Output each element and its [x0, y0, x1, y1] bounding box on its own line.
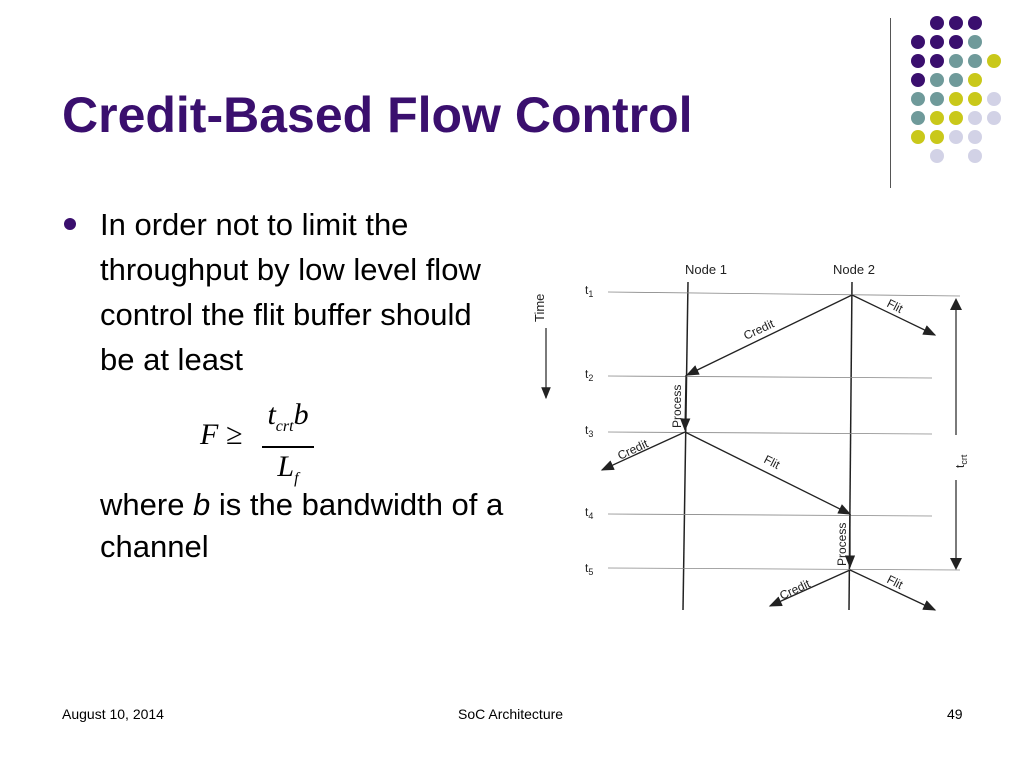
decoration-dot	[987, 111, 1001, 125]
flit-label-1: Flit	[885, 296, 906, 316]
slide-title: Credit-Based Flow Control	[62, 87, 693, 143]
flit-arrow-2	[684, 431, 852, 515]
t1-line	[607, 291, 961, 297]
decoration-dot	[949, 35, 963, 49]
formula-t: t	[267, 398, 276, 431]
decoration-dot	[930, 149, 944, 163]
formula-fraction: tcrtb Lf	[262, 400, 314, 494]
decoration-dot	[930, 130, 944, 144]
node2-label: Node 2	[833, 262, 875, 277]
decoration-dot	[911, 54, 925, 68]
decoration-dot	[949, 111, 963, 125]
decoration-dot	[911, 73, 925, 87]
flit-label-3: Flit	[885, 572, 906, 592]
formula-L: L	[277, 450, 295, 483]
t2-label: t2	[585, 367, 593, 383]
footer-center: SoC Architecture	[458, 706, 564, 722]
bullet-icon	[64, 218, 76, 230]
flit-arrow-3	[849, 569, 937, 611]
t5-label: t5	[585, 561, 593, 577]
flit-label-2: Flit	[762, 452, 783, 472]
decoration-dot	[968, 111, 982, 125]
decoration-dot	[949, 73, 963, 87]
formula-b: b	[293, 398, 309, 431]
decoration-dot	[911, 111, 925, 125]
flit-arrow-1	[851, 294, 937, 336]
where-prefix: where	[100, 487, 194, 522]
t1-label: t1	[585, 283, 593, 299]
decoration-dot	[968, 149, 982, 163]
tcrt-arrowhead-top	[950, 298, 962, 310]
formula-denominator: Lf	[262, 452, 314, 494]
decoration-dot	[949, 130, 963, 144]
credit-arrow-2	[600, 431, 686, 471]
formula-numerator: tcrtb	[262, 400, 314, 442]
t3-line	[607, 431, 933, 435]
credit-label-3: Credit	[777, 576, 813, 602]
decoration-dot	[949, 92, 963, 106]
decoration-dot	[911, 92, 925, 106]
bullet-text: In order not to limit the throughput by …	[100, 207, 481, 377]
credit-arrow-3	[768, 569, 851, 607]
where-text: where b is the bandwidth of a channel	[100, 484, 520, 568]
tcrt-arrowhead-bottom	[950, 558, 962, 570]
decoration-dot	[968, 92, 982, 106]
credit-arrow-1	[685, 294, 853, 376]
t4-line	[607, 513, 933, 517]
decoration-dot	[930, 35, 944, 49]
tcrt-label: tcrt	[953, 454, 969, 468]
process-label-2: Process	[835, 523, 849, 566]
fraction-bar	[262, 446, 314, 448]
decoration-dot	[968, 73, 982, 87]
where-var: b	[193, 487, 211, 522]
process-arrow-1	[680, 374, 691, 432]
formula-f: f	[294, 470, 299, 487]
decoration-dot	[930, 92, 944, 106]
t5-line	[607, 567, 961, 571]
where-suffix: is the bandwidth of a channel	[100, 487, 504, 564]
credit-label-1: Credit	[741, 316, 777, 342]
decoration-dot	[930, 111, 944, 125]
t3-label: t3	[585, 423, 593, 439]
credit-label-2: Credit	[615, 436, 651, 462]
decoration-dot	[968, 130, 982, 144]
decoration-dot	[949, 54, 963, 68]
decoration-dot	[911, 130, 925, 144]
decoration-dot	[968, 54, 982, 68]
node1-line	[682, 281, 689, 611]
t2-line	[607, 375, 933, 379]
decoration-dot	[911, 35, 925, 49]
decoration-dot	[949, 16, 963, 30]
decoration-dot	[968, 16, 982, 30]
decoration-dot	[987, 54, 1001, 68]
decoration-dot	[930, 16, 944, 30]
decoration-dot	[930, 73, 944, 87]
t4-label: t4	[585, 505, 593, 521]
footer-page-number: 49	[947, 706, 963, 722]
node1-label: Node 1	[685, 262, 727, 277]
process-label-1: Process	[670, 385, 684, 428]
flow-control-diagram: Node 1 Node 2 Time t1 t2 t3 t4 t5 Credit…	[532, 262, 969, 611]
decoration-dot	[987, 92, 1001, 106]
formula-crt: crt	[275, 418, 294, 435]
time-label: Time	[532, 294, 547, 322]
dot-grid-decoration	[911, 16, 1001, 163]
footer-date: August 10, 2014	[62, 706, 164, 722]
decoration-dot	[930, 54, 944, 68]
decoration-dot	[968, 35, 982, 49]
formula-lhs: F ≥	[200, 418, 243, 451]
header-divider-line	[890, 18, 891, 188]
